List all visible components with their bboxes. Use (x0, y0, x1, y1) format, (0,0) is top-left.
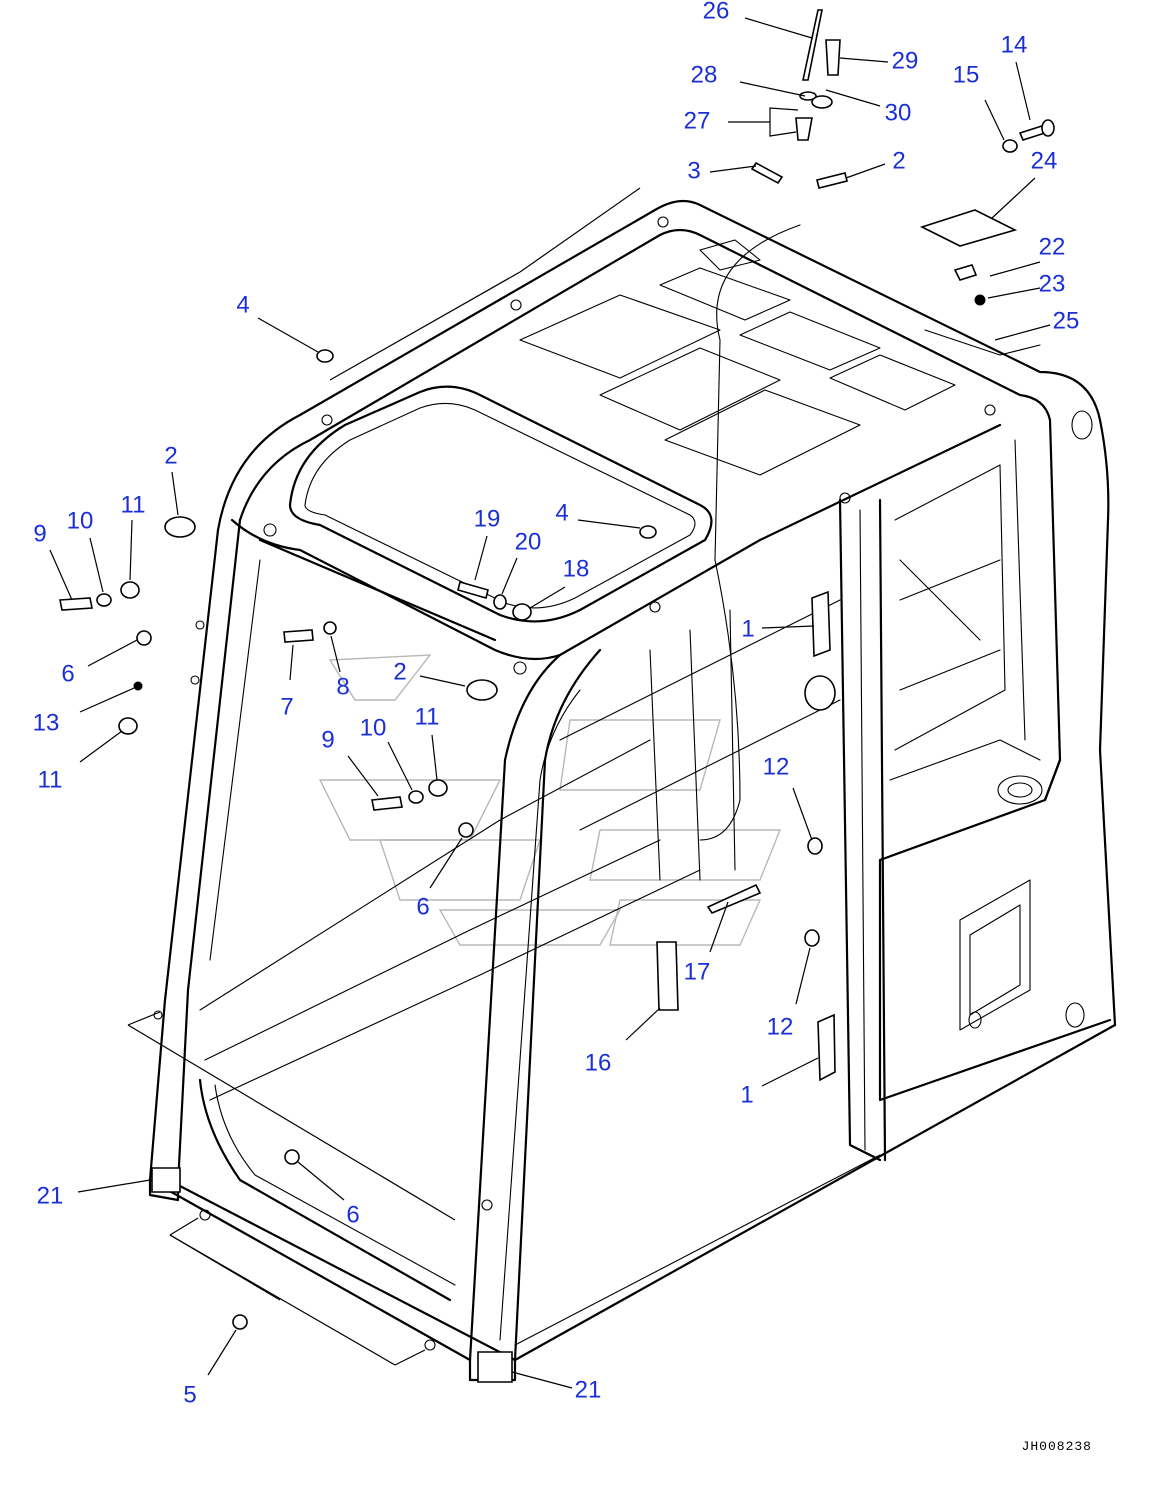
callout-17: 17 (684, 958, 711, 985)
callout-13: 13 (33, 709, 60, 736)
callout-24: 24 (1031, 147, 1058, 174)
callout-11: 11 (121, 491, 146, 518)
callout-6: 6 (61, 660, 74, 687)
callout-15: 15 (953, 61, 980, 88)
callout-7: 7 (280, 693, 293, 720)
callout-23: 23 (1039, 270, 1066, 297)
callout-14: 14 (1001, 31, 1028, 58)
callout-2: 2 (164, 442, 177, 469)
callout-22: 22 (1039, 233, 1066, 260)
callout-30: 30 (885, 99, 912, 126)
callout-11: 11 (38, 766, 63, 793)
callout-9: 9 (321, 726, 334, 753)
callout-9: 9 (33, 520, 46, 547)
callout-10: 10 (360, 714, 387, 741)
cab-frame (148, 199, 1117, 1382)
callout-11: 11 (415, 703, 440, 730)
callout-1: 1 (740, 1081, 753, 1108)
callout-4: 4 (236, 291, 249, 318)
callout-28: 28 (691, 61, 718, 88)
callout-3: 3 (687, 157, 700, 184)
callout-21: 21 (37, 1182, 64, 1209)
drawing-id-label: JH008238 (1021, 1439, 1092, 1454)
callout-18: 18 (563, 555, 590, 582)
callout-29: 29 (892, 47, 919, 74)
callout-20: 20 (515, 528, 542, 555)
leader-lines (49, 17, 1051, 1389)
callout-27: 27 (684, 107, 711, 134)
callout-6: 6 (416, 893, 429, 920)
callout-4: 4 (555, 499, 568, 526)
callout-26: 26 (703, 0, 730, 24)
parts (59, 9, 1055, 1383)
callout-21: 21 (575, 1376, 602, 1403)
callout-16: 16 (585, 1049, 612, 1076)
callout-5: 5 (183, 1381, 196, 1408)
callout-2: 2 (892, 147, 905, 174)
callout-19: 19 (474, 505, 501, 532)
callout-25: 25 (1053, 307, 1080, 334)
callout-labels: 26 29 28 30 27 3 2 15 14 24 22 23 25 4 2… (33, 0, 1080, 1408)
callout-1: 1 (741, 615, 754, 642)
callout-12: 12 (763, 753, 790, 780)
callout-12: 12 (767, 1013, 794, 1040)
callout-2: 2 (393, 658, 406, 685)
callout-10: 10 (67, 507, 94, 534)
callout-6: 6 (346, 1201, 359, 1228)
callout-8: 8 (336, 673, 349, 700)
